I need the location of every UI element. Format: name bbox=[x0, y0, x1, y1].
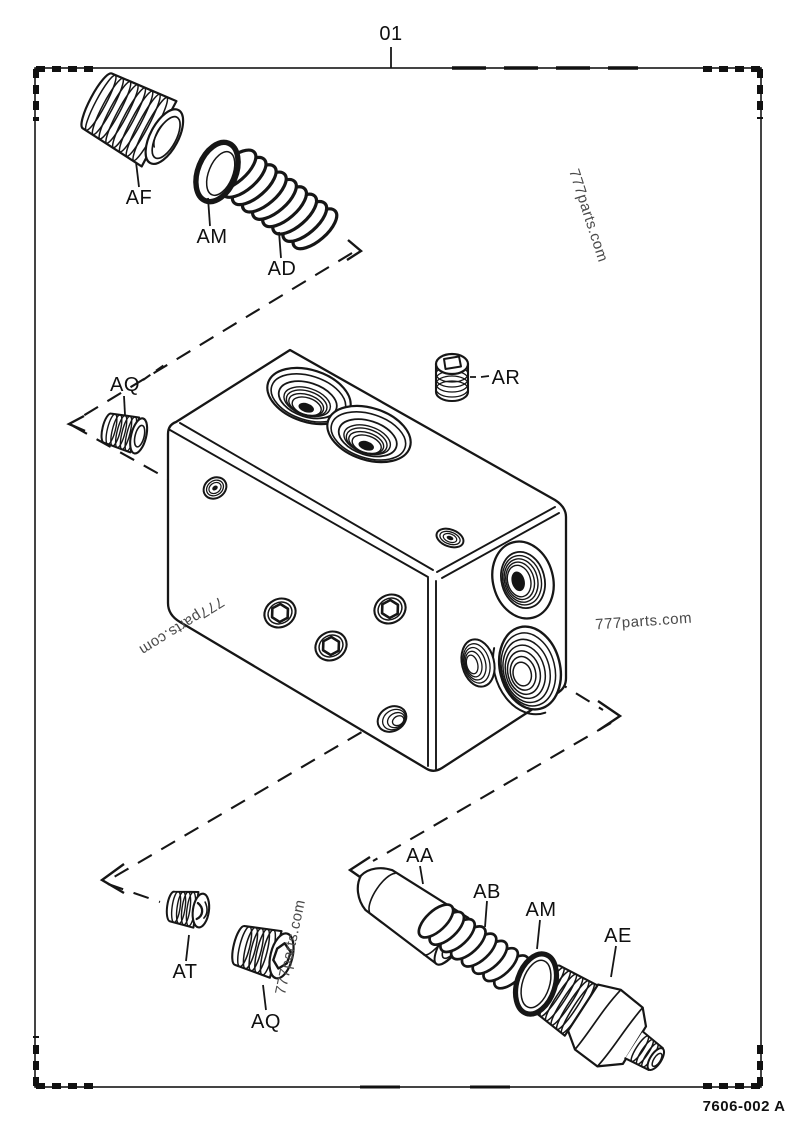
part-label-af: AF bbox=[126, 187, 153, 209]
watermark-top-right: 777parts.com bbox=[565, 167, 611, 264]
part-ae-fitting bbox=[529, 964, 666, 1071]
front-bottom-threaded-hole bbox=[376, 705, 408, 733]
part-ar-plug bbox=[434, 352, 470, 403]
part-aq-plug-top bbox=[100, 412, 149, 455]
part-label-aq-bottom: AQ bbox=[251, 1011, 281, 1033]
part-label-aa: AA bbox=[406, 845, 434, 867]
part-ad-spring bbox=[210, 148, 339, 251]
right-small-port bbox=[460, 638, 496, 688]
part-aq-plug-bottom bbox=[231, 925, 295, 980]
part-label-at: AT bbox=[172, 961, 197, 983]
part-label-ar: AR bbox=[492, 367, 521, 389]
part-label-ab: AB bbox=[473, 881, 501, 903]
part-label-ae: AE bbox=[604, 925, 632, 947]
front-small-hole bbox=[202, 476, 228, 500]
part-at-plug bbox=[165, 890, 211, 929]
top-small-hole bbox=[435, 527, 465, 549]
top-port-2 bbox=[326, 404, 412, 464]
front-hex-hole-1 bbox=[263, 597, 297, 629]
part-label-ad: AD bbox=[268, 258, 297, 280]
drawing-reference: 7606-002 A bbox=[703, 1098, 786, 1115]
front-hex-hole-3 bbox=[373, 593, 407, 625]
part-label-am-top: AM bbox=[197, 226, 228, 248]
assembly-centerlines bbox=[66, 239, 623, 903]
part-am-oring-top bbox=[193, 139, 241, 205]
part-label-aq-top: AQ bbox=[110, 374, 140, 396]
part-am-oring-bottom bbox=[512, 951, 560, 1017]
label-leader-lines bbox=[123, 161, 617, 1011]
figure-callout: 01 bbox=[379, 23, 402, 45]
plate-border bbox=[33, 47, 763, 1089]
part-ab-spring bbox=[417, 903, 530, 990]
part-af-plug bbox=[80, 72, 185, 168]
front-hex-hole-2 bbox=[314, 630, 348, 662]
right-ring-port bbox=[491, 540, 555, 620]
watermark-mid-right: 777parts.com bbox=[595, 610, 693, 634]
part-label-am-bottom: AM bbox=[526, 899, 557, 921]
valve-block-body bbox=[166, 348, 568, 772]
